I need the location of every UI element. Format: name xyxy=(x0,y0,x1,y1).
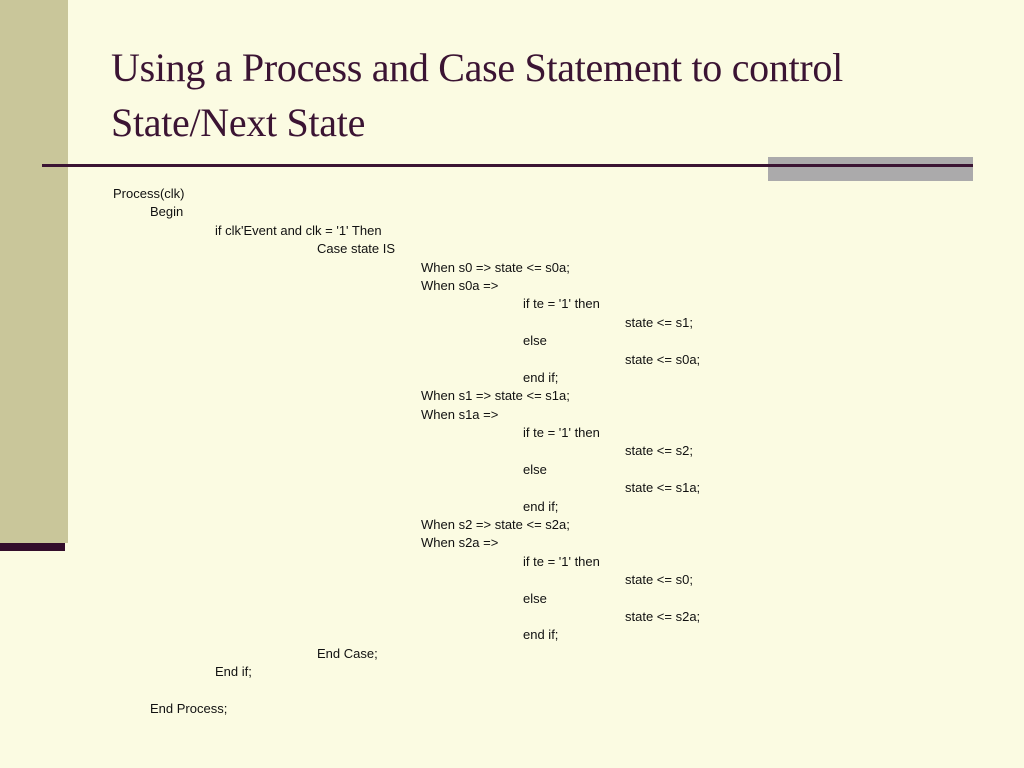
code-line: When s0 => state <= s0a; xyxy=(421,259,570,275)
code-line: state <= s2a; xyxy=(625,608,701,624)
code-line: else xyxy=(523,590,547,606)
slide-title-line2: State/Next State xyxy=(111,100,366,145)
code-line: else xyxy=(523,461,547,477)
code-line: When s2 => state <= s2a; xyxy=(421,517,570,533)
gray-block-decoration xyxy=(768,157,973,181)
code-line: if te = '1' then xyxy=(523,296,600,312)
code-line: Case state IS xyxy=(317,241,396,257)
code-line: End if; xyxy=(215,664,252,680)
code-line: state <= s2; xyxy=(625,443,693,459)
code-line: Begin xyxy=(150,204,184,220)
code-line: end if; xyxy=(523,498,559,514)
title-rule xyxy=(42,164,973,167)
code-line: When s0a => xyxy=(421,277,499,293)
accent-bar-decoration xyxy=(0,543,65,551)
code-line: else xyxy=(523,333,547,349)
slide-title-line1: Using a Process and Case Statement to co… xyxy=(111,45,843,90)
left-band-decoration xyxy=(0,0,68,543)
code-line: When s2a => xyxy=(421,535,499,551)
code-line: if clk'Event and clk = '1' Then xyxy=(215,222,382,238)
slide-title: Using a Process and Case Statement to co… xyxy=(111,40,1001,150)
code-line: if te = '1' then xyxy=(523,425,600,441)
code-line: When s1 => state <= s1a; xyxy=(421,388,570,404)
code-line: end if; xyxy=(523,369,559,385)
code-line: state <= s1; xyxy=(625,314,693,330)
code-line-blank xyxy=(113,682,1013,700)
code-line: state <= s0; xyxy=(625,572,693,588)
code-line: Process(clk) xyxy=(113,186,185,201)
code-block: Process(clk) Begin if clk'Event and clk = … xyxy=(113,185,1013,718)
code-line: state <= s1a; xyxy=(625,480,701,496)
code-line: End Case; xyxy=(317,645,378,661)
code-line: End Process; xyxy=(150,700,228,716)
code-line: state <= s0a; xyxy=(625,351,701,367)
code-line: When s1a => xyxy=(421,406,499,422)
code-line: if te = '1' then xyxy=(523,553,600,569)
code-line: end if; xyxy=(523,627,559,643)
